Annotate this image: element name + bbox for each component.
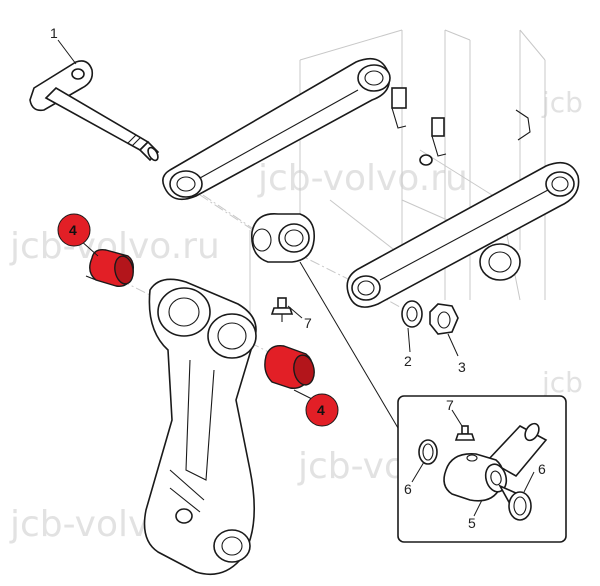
- callout-labels: 1 2 3 7 7 6 6 5 4 4: [50, 25, 546, 531]
- callout-nut: 3: [458, 359, 466, 375]
- detail-inset: [397, 395, 567, 543]
- callout-detail-grease-fitting: 7: [446, 397, 454, 413]
- watermark-top: jcb-volvo.ru: [257, 158, 468, 199]
- grease-fitting-part: [270, 297, 294, 322]
- watermark-edge-bottom: jcb: [541, 366, 583, 399]
- callout-bushing-bottom: 4: [317, 402, 325, 418]
- callout-washer: 2: [404, 353, 412, 369]
- callout-detail-pin: 5: [468, 515, 476, 531]
- hex-nut-part: [429, 303, 459, 335]
- callout-detail-seal-left: 6: [404, 481, 412, 497]
- callout-pin: 1: [50, 25, 58, 41]
- badge-bushing-top: [57, 213, 91, 247]
- watermark-edge-top: jcb: [541, 86, 583, 119]
- lower-link-arm: [143, 278, 257, 576]
- bushing-bottom-highlighted: [264, 345, 315, 389]
- leader-lines: [57, 39, 459, 429]
- washer-part: [401, 300, 423, 328]
- badge-bushing-bottom: [305, 393, 339, 427]
- upper-link-arm: [162, 57, 391, 201]
- frame-bracket-1: [391, 87, 407, 109]
- frame-lower-boss: [479, 243, 521, 281]
- bushing-top-highlighted: [85, 248, 135, 287]
- right-link-arm: [346, 161, 580, 308]
- callout-bushing-top: 4: [69, 222, 77, 238]
- callout-grease-fitting: 7: [304, 315, 312, 331]
- frame-bracket-2: [431, 117, 445, 137]
- callout-detail-seal-right: 6: [538, 461, 546, 477]
- central-clevis-boss: [251, 213, 316, 263]
- frame-small-ring: [419, 154, 433, 166]
- machine-frame-background: [249, 29, 546, 320]
- pin-with-retaining-plate: [29, 60, 160, 162]
